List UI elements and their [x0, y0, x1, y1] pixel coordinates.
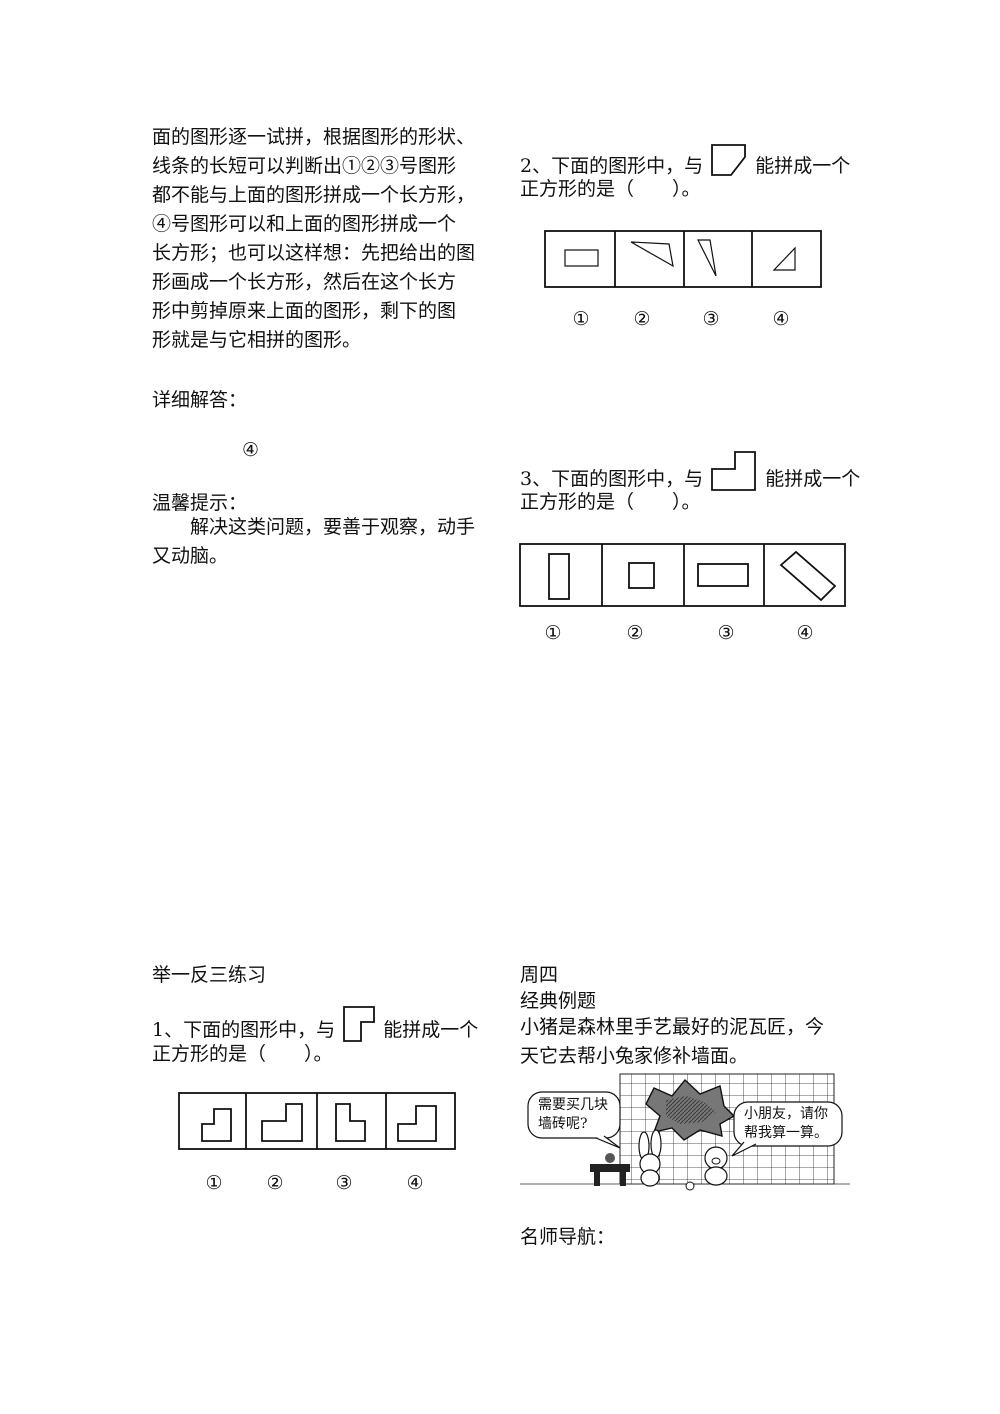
practice-option-label[interactable]: ③: [335, 1172, 353, 1194]
q2-suffix: 能拼成一个: [755, 155, 851, 177]
q3-option3-shape: [697, 563, 749, 587]
q2-option4-shape: [772, 246, 796, 271]
q2-option1-shape: [564, 249, 599, 267]
paragraph-line: 形中剪掉原来上面的图形，剩下的图: [152, 300, 457, 322]
q2-option2-shape: [630, 241, 674, 268]
paragraph-line: ④号图形可以和上面的图形拼成一个: [152, 213, 457, 235]
paragraph-line: 长方形；也可以这样想：先把给出的图: [152, 242, 476, 264]
guide-heading: 名师导航：: [520, 1226, 616, 1248]
practice-prefix: 1、下面的图形中，与: [152, 1019, 336, 1041]
problem-line: 小猪是森林里手艺最好的泥瓦匠，今: [520, 1016, 825, 1038]
practice-suffix: 能拼成一个: [383, 1019, 479, 1041]
pig-icon: [704, 1146, 728, 1186]
practice-target-shape: [343, 1006, 376, 1042]
q2-prefix: 2、下面的图形中，与: [520, 155, 704, 177]
rabbit-bubble-text: 需要买几块 墙砖呢?: [538, 1096, 608, 1134]
practice-option-label[interactable]: ④: [406, 1172, 424, 1194]
tip-text: 解决这类问题，要善于观察，动手 又动脑。: [152, 513, 502, 571]
pig-speech-bubble: [733, 1101, 843, 1147]
practice-option-label[interactable]: ①: [205, 1172, 223, 1194]
wall-illustration: 需要买几块 墙砖呢? 小朋友，请你 帮我算一算。: [520, 1072, 850, 1194]
q3-option1-shape: [548, 553, 570, 600]
wall-grid-drawing: [520, 1073, 850, 1191]
practice-option3-shape: [335, 1103, 366, 1142]
q3-option4-shape: [779, 550, 837, 602]
q3-line2: 正方形的是（ ）。: [520, 491, 701, 513]
paragraph-line: 面的图形逐一试拼，根据图形的形状、: [152, 126, 476, 148]
rabbit-icon: [638, 1129, 662, 1187]
bubble-line: 小朋友，请你: [744, 1106, 828, 1122]
example-heading: 经典例题: [520, 990, 597, 1012]
tip-heading: 温馨提示：: [152, 492, 248, 514]
practice-option4-shape: [397, 1105, 437, 1142]
paragraph-line: 线条的长短可以判断出①②③号图形: [152, 155, 457, 177]
explanation-paragraph: 面的图形逐一试拼，根据图形的形状、 线条的长短可以判断出①②③号图形 都不能与上…: [152, 123, 502, 355]
practice-line2: 正方形的是（ ）。: [152, 1043, 333, 1065]
q3-option-label[interactable]: ③: [717, 622, 735, 644]
day-heading: 周四: [520, 964, 559, 986]
q3-option-label[interactable]: ②: [626, 622, 644, 644]
tip-line: 又动脑。: [152, 545, 229, 567]
practice-line1: 1、下面的图形中，与 能拼成一个: [152, 1004, 478, 1045]
paragraph-line: 形画成一个长方形，然后在这个长方: [152, 271, 457, 293]
q3-options-figure: [519, 543, 846, 607]
q2-option-label[interactable]: ③: [702, 308, 720, 330]
q3-suffix: 能拼成一个: [765, 468, 861, 490]
bubble-line: 需要买几块: [538, 1097, 608, 1113]
q3-option2-shape: [628, 562, 655, 589]
q2-option-label[interactable]: ④: [772, 308, 790, 330]
rabbit-speech-bubble: [527, 1091, 621, 1139]
pig-bubble-text: 小朋友，请你 帮我算一算。: [744, 1105, 828, 1143]
q3-line1: 3、下面的图形中，与 能拼成一个: [520, 449, 860, 494]
q2-target-shape: [711, 144, 747, 176]
bubble-line: 墙砖呢?: [538, 1116, 588, 1132]
q2-options-figure: [544, 230, 822, 288]
practice-option-label[interactable]: ②: [266, 1172, 284, 1194]
q2-option3-shape: [697, 239, 717, 277]
practice-heading: 举一反三练习: [152, 964, 267, 986]
practice-options-figure: [178, 1092, 456, 1150]
answer-value: ④: [242, 439, 260, 461]
bubble-line: 帮我算一算。: [744, 1125, 828, 1141]
q3-option-label[interactable]: ①: [544, 622, 562, 644]
example-problem: 小猪是森林里手艺最好的泥瓦匠，今 天它去帮小兔家修补墙面。: [520, 1013, 860, 1071]
detail-heading: 详细解答：: [152, 389, 248, 411]
paragraph-line: 形就是与它相拼的图形。: [152, 329, 362, 351]
practice-option1-shape: [201, 1108, 232, 1142]
q3-option-label[interactable]: ④: [796, 622, 814, 644]
q3-prefix: 3、下面的图形中，与: [520, 468, 704, 490]
q3-target-shape: [711, 451, 757, 491]
problem-line: 天它去帮小兔家修补墙面。: [520, 1045, 749, 1067]
table-icon: [590, 1164, 630, 1172]
tip-line: 解决这类问题，要善于观察，动手: [152, 516, 476, 538]
q2-line2: 正方形的是（ ）。: [520, 178, 701, 200]
paragraph-line: 都不能与上面的图形拼成一个长方形，: [152, 184, 476, 206]
q2-option-label[interactable]: ①: [572, 308, 590, 330]
q2-line1: 2、下面的图形中，与 能拼成一个: [520, 142, 850, 181]
q2-option-label[interactable]: ②: [633, 308, 651, 330]
practice-option2-shape: [261, 1103, 303, 1142]
